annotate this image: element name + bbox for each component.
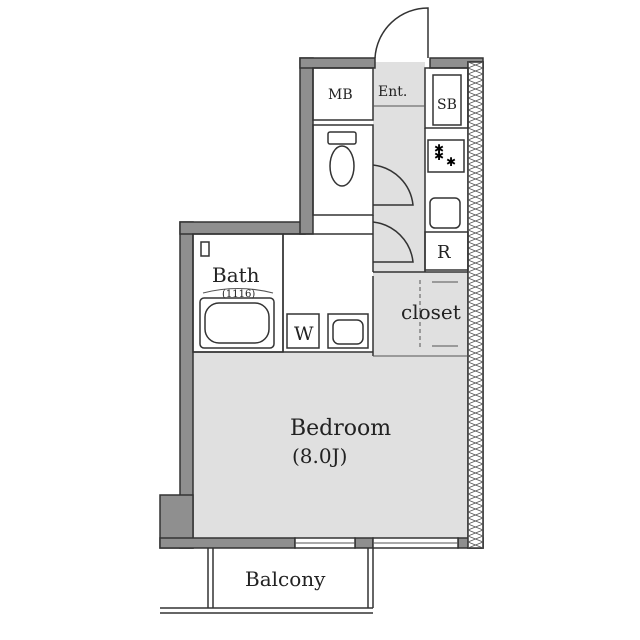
label-balcony: Balcony [245,567,326,591]
fixtures: ✱ ✱ ✱ [199,131,469,350]
label-closet: closet [401,300,461,324]
svg-text:✱: ✱ [446,155,456,169]
wc-door [372,164,414,206]
entrance-floor [373,62,425,108]
wc-left-wall [299,57,314,235]
room-labels: MB Ent. SB Bath (1116) W R closet Bedroo… [212,84,461,591]
top-wall-left [299,57,376,69]
bedroom-floor [193,352,470,538]
windows [294,537,459,549]
washer-icon [286,313,320,349]
bathtub-icon [199,241,275,349]
floor-areas [193,62,470,538]
closet-floor [373,272,470,356]
label-bath-size: (1116) [222,289,255,300]
bottom-wall-mid [354,537,374,549]
label-bath: Bath [212,263,260,287]
toilet-icon [327,131,357,187]
svg-text:✱: ✱ [434,142,444,156]
bath-top-wall [179,221,306,235]
label-mb: MB [328,87,353,103]
closet-rail-icon [419,280,458,350]
label-entrance: Ent. [378,84,407,100]
svg-text:✱: ✱ [434,149,444,163]
washbasin-icon [327,313,369,349]
doors [372,7,429,263]
fridge-box [424,231,469,271]
balcony-area [160,548,374,614]
label-sb: SB [437,97,457,113]
entrance-door [374,7,429,59]
stove-icon: ✱ ✱ ✱ [427,139,465,173]
right-wall-hatch [467,61,484,549]
label-washer: W [294,323,314,345]
label-bedroom-size: (8.0J) [292,444,347,468]
label-bedroom: Bedroom [290,416,391,441]
kitchen-sink-icon [429,197,461,229]
hallway-floor [373,106,425,274]
label-fridge: R [437,242,451,263]
washroom-door [372,221,414,263]
bottom-wall-left [159,537,296,549]
